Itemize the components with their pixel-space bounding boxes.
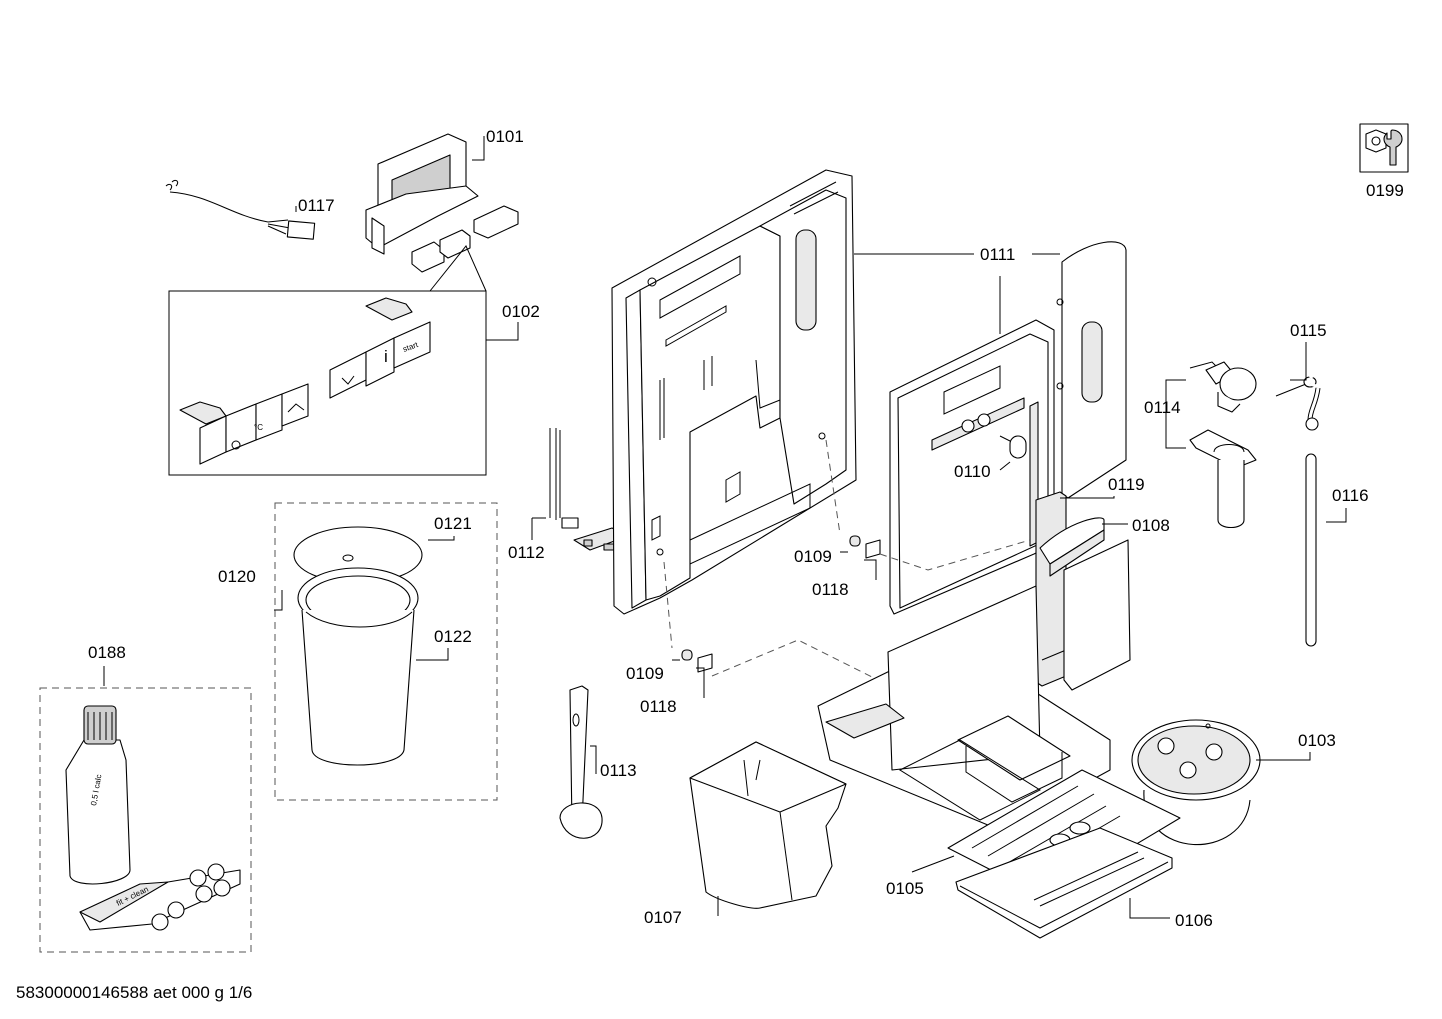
detail-inset-0102 [168, 290, 487, 476]
info-button-label: i [384, 347, 388, 366]
water-tank-0107 [689, 741, 847, 909]
cable-0117 [165, 179, 316, 240]
coffee-outlet-0114 [1189, 361, 1257, 529]
label-0102: 0102 [502, 302, 540, 321]
leader-lines [103, 136, 1347, 919]
filter-kit-box-0120 [274, 502, 498, 801]
rod-0116 [1305, 453, 1317, 647]
label-0120: 0120 [218, 567, 256, 586]
label-0199: 0199 [1366, 181, 1404, 200]
hose-0115 [1275, 354, 1362, 431]
label-0109-upper: 0109 [794, 547, 832, 566]
drip-tray-0106 [955, 827, 1173, 939]
spoon-0113 [559, 685, 603, 839]
label-0108: 0108 [1132, 516, 1170, 535]
label-0114: 0114 [1144, 398, 1181, 417]
button-strip-right: i start [329, 297, 431, 399]
label-0115: 0115 [1290, 321, 1327, 340]
knob-0110 [999, 435, 1027, 459]
cup-plate-0103 [1131, 719, 1261, 846]
button-strip-left: °C [179, 383, 309, 465]
water-filter-0120 [293, 526, 423, 766]
label-0101: 0101 [486, 127, 524, 146]
base-unit [817, 585, 1111, 831]
label-0116: 0116 [1332, 486, 1369, 505]
label-0103: 0103 [1298, 731, 1336, 750]
control-panel-0101 [365, 133, 519, 273]
label-0119: 0119 [1108, 475, 1145, 494]
front-panel-0111 [889, 319, 1055, 615]
label-0113: 0113 [600, 761, 637, 780]
label-0111: 0111 [980, 245, 1015, 264]
inner-guide-0119 [1035, 491, 1067, 687]
label-0121: 0121 [434, 514, 472, 533]
label-0117: 0117 [298, 196, 335, 215]
label-0105: 0105 [886, 879, 924, 898]
housing-frame [611, 169, 857, 615]
tool-icon-0199 [1359, 123, 1409, 173]
care-kit-0188: 0,5 l calc fit + clean [65, 705, 241, 931]
label-0109-lower: 0109 [626, 664, 664, 683]
label-0122: 0122 [434, 627, 472, 646]
temp-button-label: °C [254, 423, 263, 432]
label-0118-upper: 0118 [812, 580, 849, 599]
care-kit-box-0188 [39, 687, 252, 953]
side-door [1056, 241, 1127, 499]
label-0188: 0188 [88, 643, 126, 662]
drawing-reference-footer: 58300000146588 aet 000 g 1/6 [16, 983, 252, 1002]
label-0118-lower: 0118 [640, 697, 677, 716]
label-0110: 0110 [954, 462, 991, 481]
label-0112: 0112 [508, 543, 545, 562]
drip-plate-0108 [1039, 517, 1131, 691]
label-0107: 0107 [644, 908, 682, 927]
part-labels: 0101 0102 0103 0105 0106 0107 0108 0109 … [88, 127, 1404, 930]
label-0106: 0106 [1175, 911, 1213, 930]
